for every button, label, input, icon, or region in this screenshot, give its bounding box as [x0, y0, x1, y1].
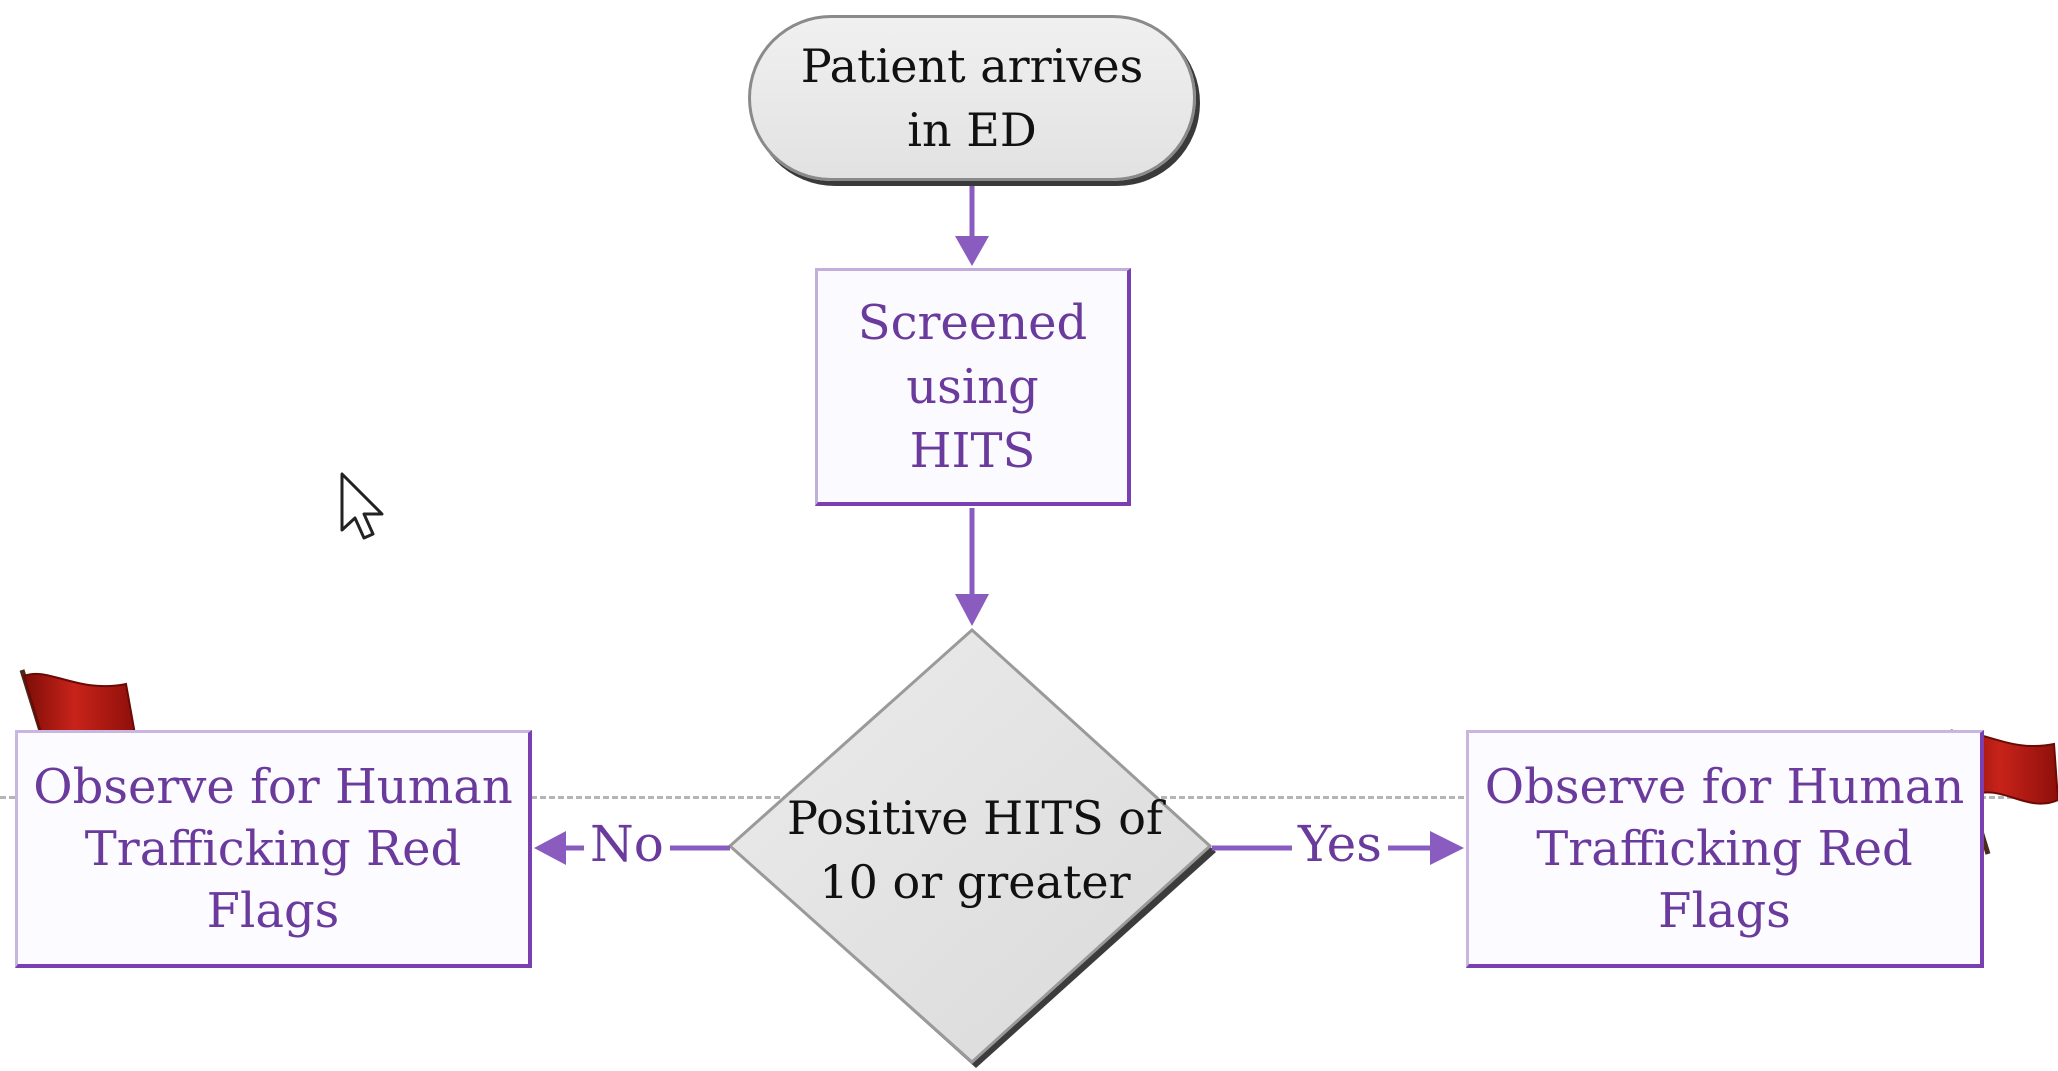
observe-right-label: Observe for Human Trafficking Red Flags	[1484, 758, 1965, 939]
edge-label-no: No	[584, 815, 670, 873]
screen-node: Screened using HITS	[815, 268, 1131, 506]
observe-node-left: Observe for Human Trafficking Red Flags	[15, 730, 532, 968]
start-node: Patient arrives in ED	[748, 15, 1196, 181]
decision-node: Positive HITS of 10 or greater	[760, 770, 1190, 930]
decision-diamond	[727, 627, 1216, 1068]
observe-node-right: Observe for Human Trafficking Red Flags	[1466, 730, 1984, 968]
start-node-label: Patient arrives in ED	[800, 39, 1144, 157]
edge-label-yes: Yes	[1292, 815, 1388, 873]
cursor-icon	[340, 472, 384, 540]
screen-node-label: Screened using HITS	[857, 294, 1088, 479]
connector-screen-to-decision	[955, 508, 989, 626]
connector-start-to-screen	[955, 183, 989, 266]
decision-node-label: Positive HITS of 10 or greater	[787, 791, 1163, 909]
observe-left-label: Observe for Human Trafficking Red Flags	[33, 758, 513, 939]
